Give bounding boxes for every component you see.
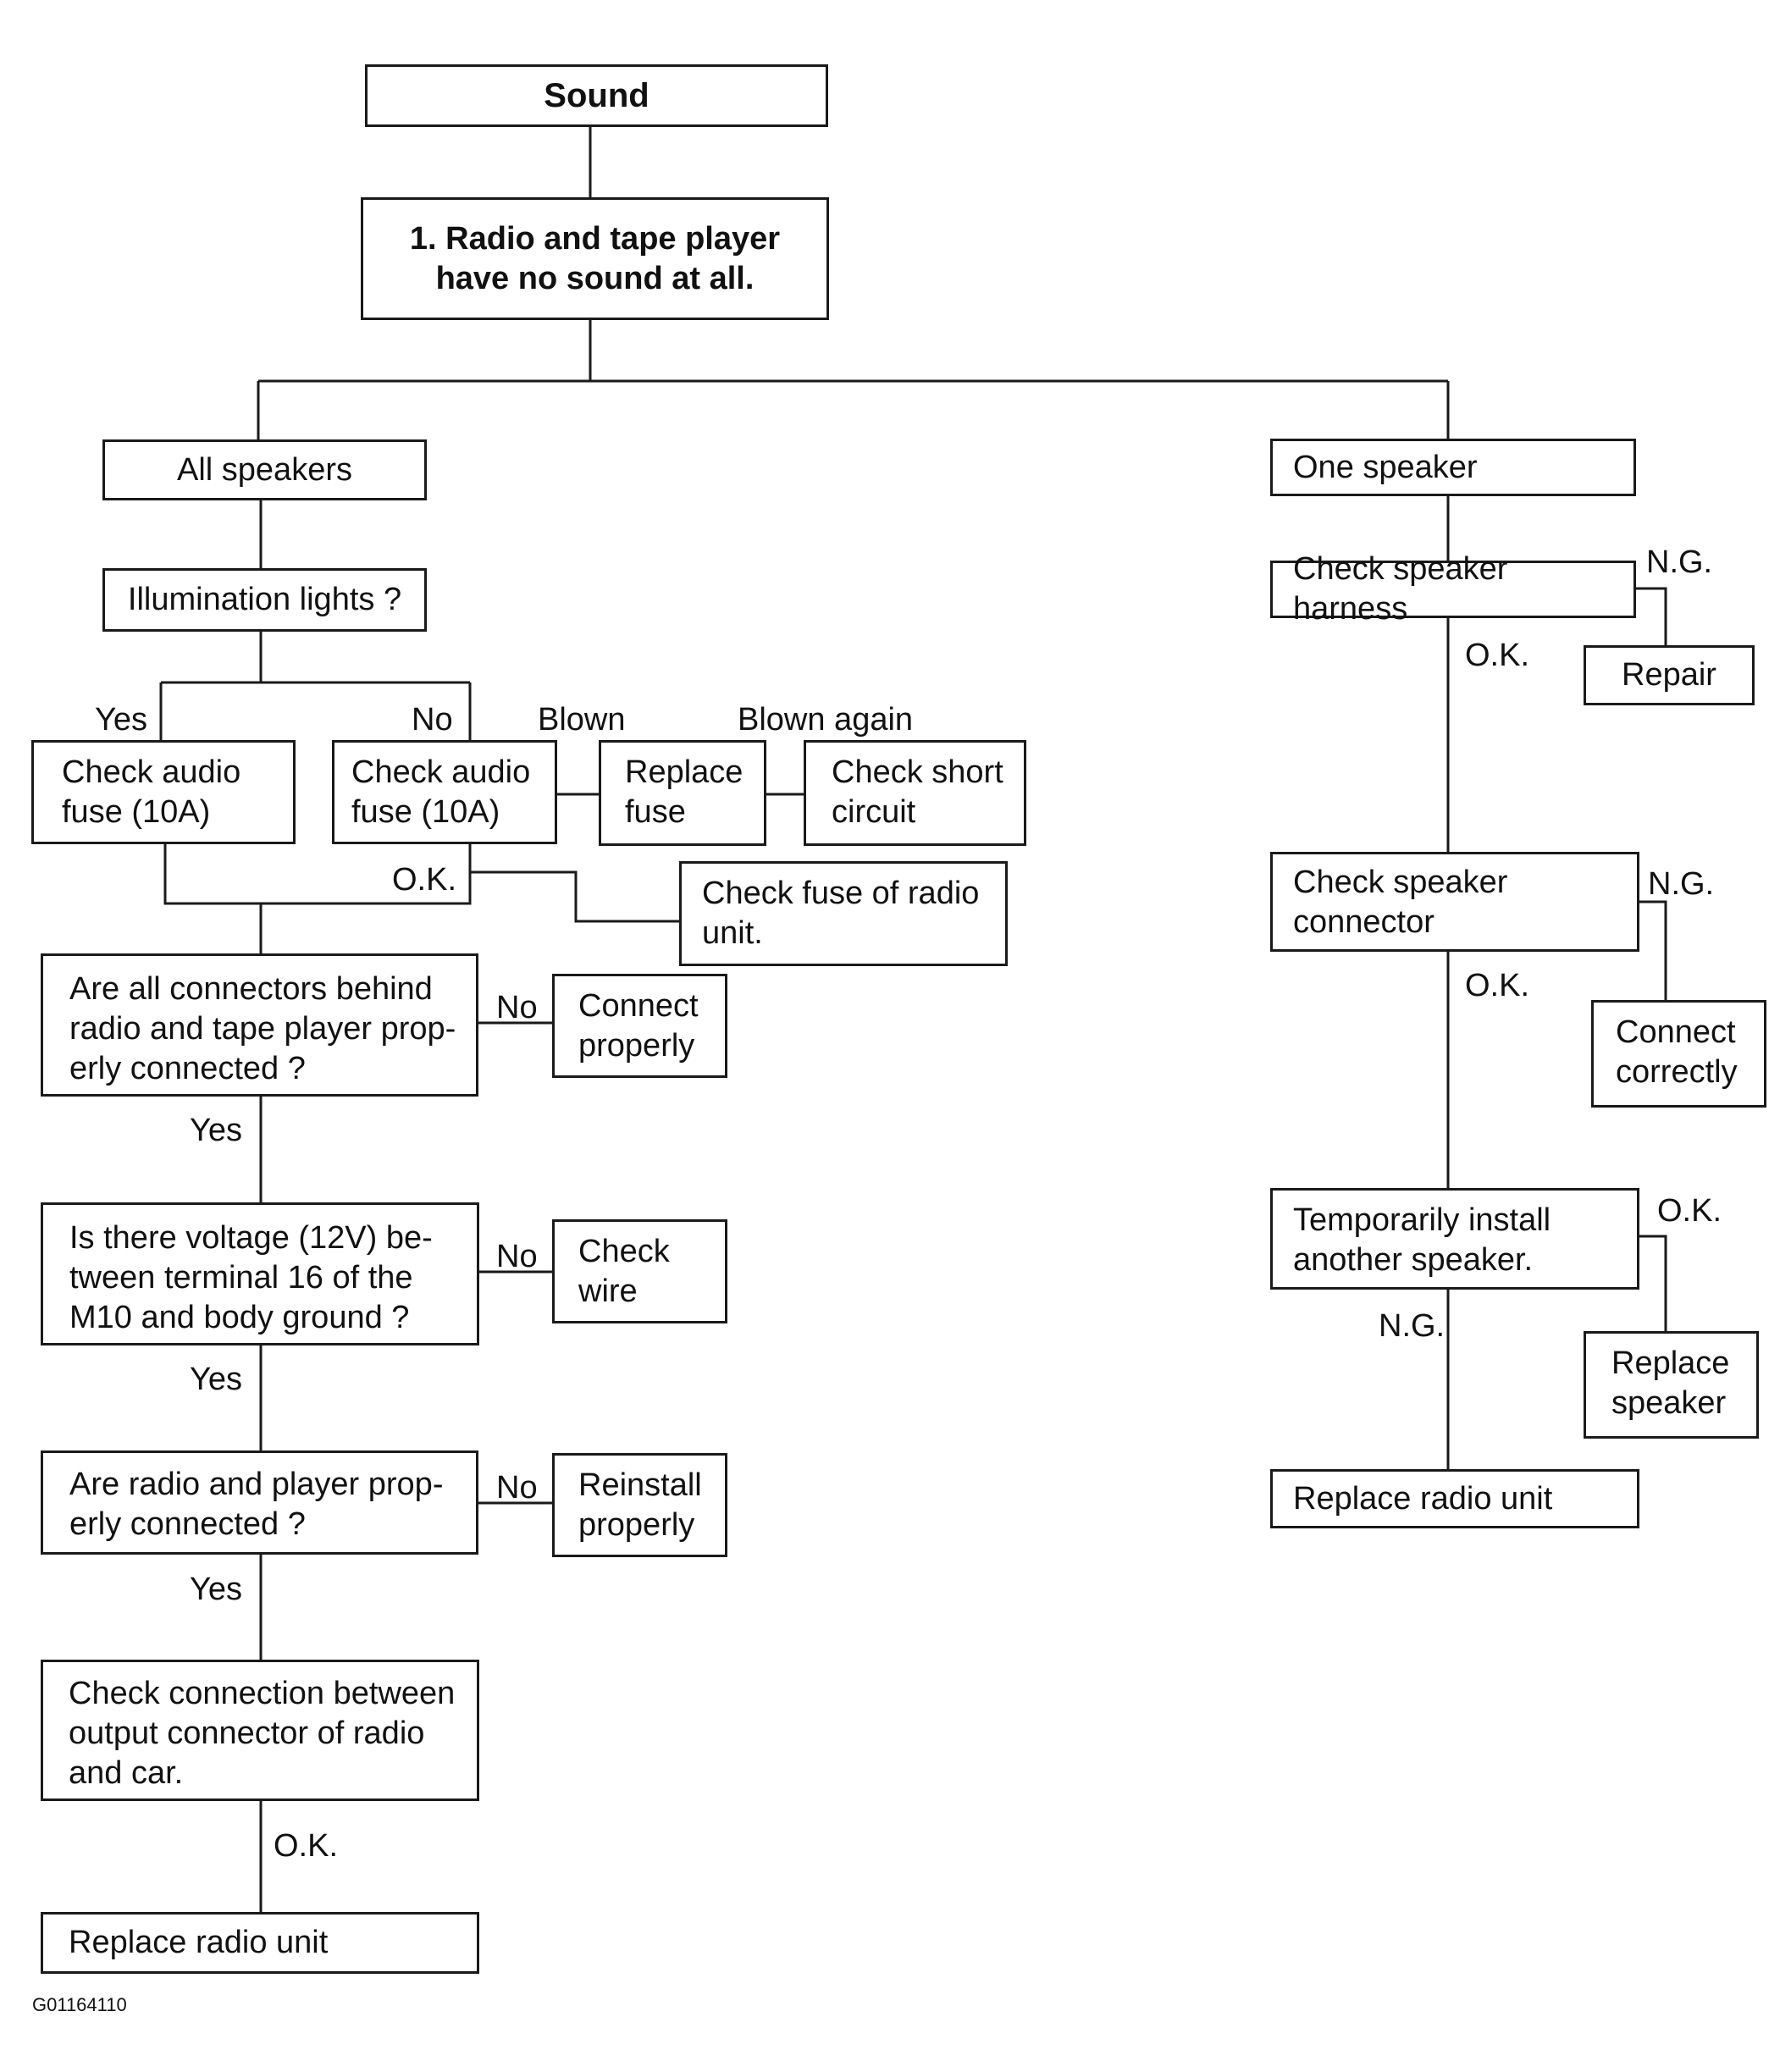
replace-radio-unit-right-node: Replace radio unit [1270, 1469, 1639, 1528]
label-no-radio-player: No [496, 1470, 538, 1506]
connect-properly-node: Connect properly [552, 974, 727, 1078]
check-connection-node: Check connection between output connecto… [41, 1660, 479, 1801]
check-short-circuit-node: Check short circuit [804, 740, 1026, 846]
figure-id: G01164110 [32, 1994, 127, 2015]
label-no-voltage: No [496, 1239, 538, 1274]
label-blown-again: Blown again [738, 702, 914, 738]
illumination-question-node: Illumination lights ? [102, 568, 427, 632]
reinstall-properly-node: Reinstall properly [552, 1453, 727, 1557]
replace-speaker-node: Replace speaker [1584, 1331, 1759, 1439]
one-speaker-node: One speaker [1270, 439, 1636, 496]
replace-radio-unit-left-node: Replace radio unit [41, 1912, 479, 1974]
repair-node: Repair [1584, 645, 1755, 705]
check-fuse-radio-unit-node: Check fuse of radio unit. [679, 861, 1008, 966]
voltage-question-node: Is there voltage (12V) be- tween termina… [41, 1202, 479, 1345]
connectors-question-node: Are all connectors behind radio and tape… [41, 953, 478, 1097]
temporarily-install-node: Temporarily install another speaker. [1270, 1188, 1639, 1290]
label-yes-illumination: Yes [95, 702, 147, 738]
line-ok-to-radio-fuse [470, 870, 679, 923]
label-no-illumination: No [412, 702, 453, 738]
label-ok-temp: O.K. [1657, 1193, 1722, 1229]
label-ng-temp: N.G. [1379, 1308, 1446, 1344]
check-audio-fuse-yes-node: Check audio fuse (10A) [31, 740, 296, 844]
all-speakers-node: All speakers [102, 439, 427, 500]
label-no-connectors: No [496, 990, 538, 1025]
check-speaker-harness-node: Check speaker harness [1270, 551, 1636, 627]
line-temp-ok [1636, 1235, 1667, 1331]
label-ng-connector: N.G. [1648, 866, 1715, 902]
label-ok-fuse: O.K. [392, 862, 457, 898]
problem-node: 1. Radio and tape player have no sound a… [361, 197, 829, 320]
check-audio-fuse-no-node: Check audio fuse (10A) [332, 740, 557, 844]
connect-correctly-node: Connect correctly [1591, 1000, 1766, 1108]
label-yes-radio-player: Yes [190, 1572, 242, 1607]
label-blown: Blown [538, 702, 626, 738]
label-yes-connectors: Yes [190, 1113, 242, 1148]
replace-fuse-node: Replace fuse [599, 740, 766, 846]
sound-node: Sound [365, 64, 828, 127]
label-ng-harness: N.G. [1646, 544, 1713, 580]
label-yes-voltage: Yes [190, 1362, 242, 1397]
label-ok-harness: O.K. [1465, 638, 1530, 673]
line-fuse-yes-merge [163, 844, 472, 905]
check-wire-node: Check wire [552, 1219, 727, 1323]
line-connector-ng [1636, 900, 1667, 1000]
label-ok-connection: O.K. [274, 1828, 339, 1864]
label-ok-connector: O.K. [1465, 968, 1530, 1003]
line-harness-ng [1633, 587, 1667, 645]
radio-player-question-node: Are radio and player prop- erly connecte… [41, 1450, 478, 1555]
check-speaker-connector-node: Check speaker connector [1270, 852, 1639, 952]
